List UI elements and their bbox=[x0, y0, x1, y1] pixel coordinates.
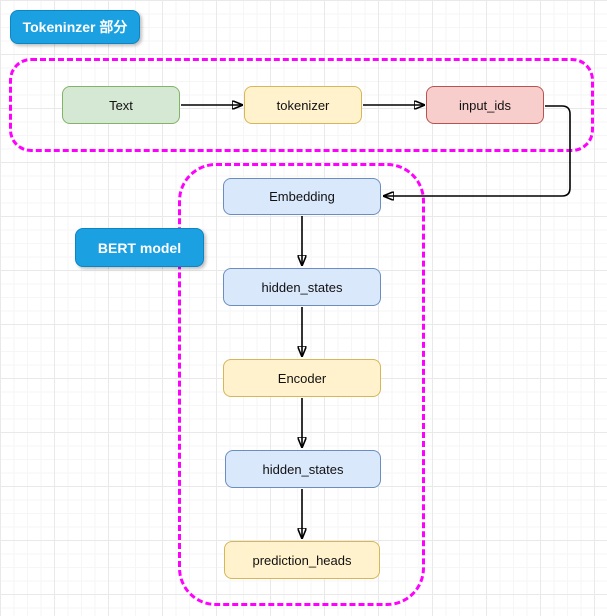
node-hidden-states-1: hidden_states bbox=[223, 268, 381, 306]
node-embedding: Embedding bbox=[223, 178, 381, 215]
bert-model-container bbox=[178, 163, 425, 606]
node-tokenizer: tokenizer bbox=[244, 86, 362, 124]
node-encoder: Encoder bbox=[223, 359, 381, 397]
tokenizer-section-container bbox=[9, 58, 594, 152]
node-prediction-heads: prediction_heads bbox=[224, 541, 380, 579]
node-hidden-states-2: hidden_states bbox=[225, 450, 381, 488]
node-input-ids: input_ids bbox=[426, 86, 544, 124]
tokenizer-section-label: Tokeninzer 部分 bbox=[10, 10, 140, 44]
bert-model-label: BERT model bbox=[75, 228, 204, 267]
node-text: Text bbox=[62, 86, 180, 124]
